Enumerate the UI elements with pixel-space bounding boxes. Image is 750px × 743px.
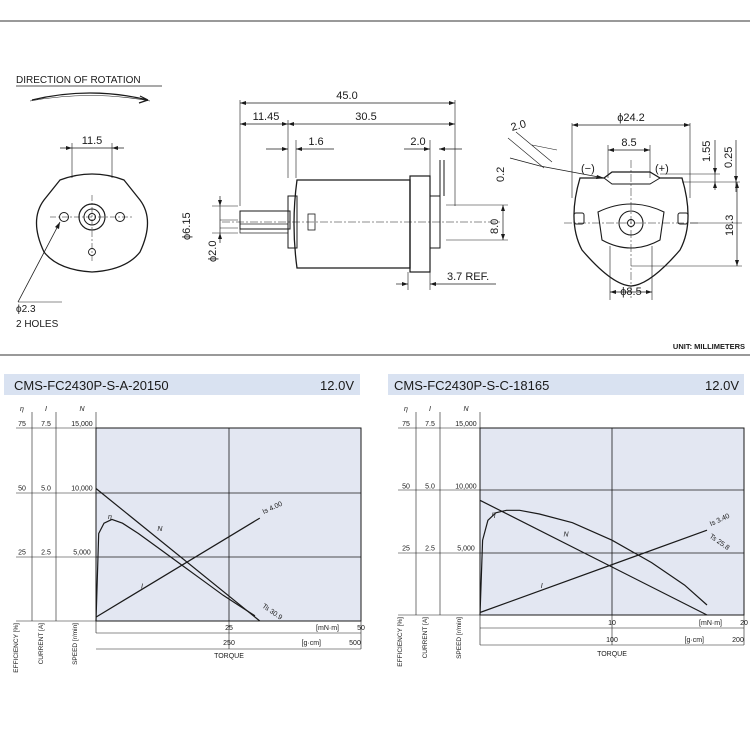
series-line-speed xyxy=(95,488,261,622)
height-dim: 8.0 xyxy=(489,219,501,234)
y-axis-label: SPEED [r/min] xyxy=(456,617,463,659)
shaft-length-dim: 11.45 xyxy=(253,111,280,123)
chart-a: CMS-FC2430P-S-A-20150 12.0V xyxy=(4,374,362,650)
y-tick-label: 2.5 xyxy=(425,546,435,553)
motor-drawing: DIRECTION OF ROTATION 11.5 ϕ2.3 2 HOLES xyxy=(0,20,750,356)
y-axis-symbol: η xyxy=(20,406,24,413)
y-tick-label: 75 xyxy=(18,421,26,428)
minus-terminal-label: (−) xyxy=(581,163,595,175)
terminal-thickness-dim: 0.2 xyxy=(495,167,507,182)
terminal-spacing-dim: 8.5 xyxy=(621,137,636,149)
ref-dim: 3.7 REF. xyxy=(447,271,489,283)
y-tick-label: 5.0 xyxy=(425,483,435,490)
x-tick-label: 50 xyxy=(357,625,365,632)
center-height-dim: 18.3 xyxy=(724,215,736,236)
y-tick-label: 2.5 xyxy=(41,550,51,557)
series-line-efficiency xyxy=(479,509,708,616)
rear-view xyxy=(507,123,742,300)
y-axis-symbol: N xyxy=(79,406,85,413)
y-axis-label: EFFICIENCY [%] xyxy=(397,617,404,667)
plus-terminal-label: (+) xyxy=(655,163,669,175)
series-line-current xyxy=(479,529,708,614)
y-tick-label: 15,000 xyxy=(71,421,93,428)
series-label: N xyxy=(563,531,569,538)
y-tick-label: 10,000 xyxy=(455,483,477,490)
unit-label: UNIT: MILLIMETERS xyxy=(673,342,745,351)
y-axis-symbol: I xyxy=(45,406,47,413)
terminal-thick-dim: 0.25 xyxy=(723,147,735,168)
y-axis-label: CURRENT [A] xyxy=(38,623,45,665)
x-tick-label: 250 xyxy=(223,640,235,647)
y-axis-label: CURRENT [A] xyxy=(422,617,429,659)
y-axis-symbol: N xyxy=(463,406,469,413)
hole-count-label: 2 HOLES xyxy=(16,319,59,330)
y-tick-label: 15,000 xyxy=(455,421,477,428)
y-tick-label: 50 xyxy=(402,483,410,490)
x-unit-label: [mN·m] xyxy=(699,620,722,627)
hole-diameter-label: ϕ2.3 xyxy=(16,304,36,315)
end-dim: 2.0 xyxy=(410,136,425,148)
x-unit-label: [g·cm] xyxy=(302,640,322,647)
y-axis-label: EFFICIENCY [%] xyxy=(13,623,20,673)
series-line-efficiency xyxy=(95,518,256,622)
x-axis-label: TORQUE xyxy=(597,651,627,658)
x-tick-label: 100 xyxy=(606,637,618,644)
y-tick-label: 25 xyxy=(18,550,26,557)
y-axis-label: SPEED [r/min] xyxy=(72,623,79,665)
chart-c-title: CMS-FC2430P-S-C-18165 xyxy=(394,378,549,393)
y-tick-label: 5,000 xyxy=(73,550,91,557)
x-tick-label: 500 xyxy=(349,640,361,647)
series-label: I xyxy=(541,583,543,590)
x-tick-label: 25 xyxy=(225,625,233,632)
chart-a-voltage: 12.0V xyxy=(320,378,354,393)
x-unit-label: [mN·m] xyxy=(316,625,339,632)
chart-c-voltage: 12.0V xyxy=(705,378,739,393)
overall-length-dim: 45.0 xyxy=(336,90,357,102)
collar-dim: 1.6 xyxy=(308,136,323,148)
x-unit-label: [g·cm] xyxy=(685,637,705,644)
series-label: η xyxy=(108,514,112,521)
chart-a-title: CMS-FC2430P-S-A-20150 xyxy=(14,378,169,393)
terminal-height-dim: 1.55 xyxy=(701,141,713,162)
chart-a-plot-area xyxy=(95,427,362,622)
y-tick-label: 10,000 xyxy=(71,485,93,492)
y-axis-symbol: I xyxy=(429,406,431,413)
terminal-width-dim: 2.0 xyxy=(510,118,528,134)
chart-c: CMS-FC2430P-S-C-18165 12.0V xyxy=(388,374,745,646)
y-tick-label: 5.0 xyxy=(41,485,51,492)
x-tick-label: 200 xyxy=(732,637,744,644)
series-line-current xyxy=(95,517,261,618)
x-tick-label: 20 xyxy=(740,620,748,627)
shaft-dia-dim-1: ϕ6.15 xyxy=(181,212,193,240)
series-label: I xyxy=(141,583,143,590)
front-width-dim: 11.5 xyxy=(82,135,103,147)
front-view: 11.5 xyxy=(17,135,149,303)
y-tick-label: 7.5 xyxy=(41,421,51,428)
chart-a-title-bar xyxy=(4,374,360,395)
x-tick-label: 10 xyxy=(608,620,616,627)
rear-diameter-dim: ϕ24.2 xyxy=(617,112,645,124)
y-tick-label: 5,000 xyxy=(457,546,475,553)
shaft-dia-dim-2: ϕ2.0 xyxy=(207,241,219,262)
body-length-dim: 30.5 xyxy=(355,111,376,123)
boss-diameter-dim: ϕ8.5 xyxy=(620,286,641,298)
series-line-speed xyxy=(479,499,708,616)
x-axis-label: TORQUE xyxy=(214,653,244,660)
y-axis-symbol: η xyxy=(404,406,408,413)
y-tick-label: 7.5 xyxy=(425,421,435,428)
series-label: N xyxy=(157,526,163,533)
side-view xyxy=(212,100,508,290)
direction-label: DIRECTION OF ROTATION xyxy=(16,75,141,86)
y-tick-label: 25 xyxy=(402,546,410,553)
series-label: η xyxy=(492,511,496,518)
chart-c-title-bar xyxy=(388,374,744,395)
y-tick-label: 75 xyxy=(402,421,410,428)
y-tick-label: 50 xyxy=(18,485,26,492)
